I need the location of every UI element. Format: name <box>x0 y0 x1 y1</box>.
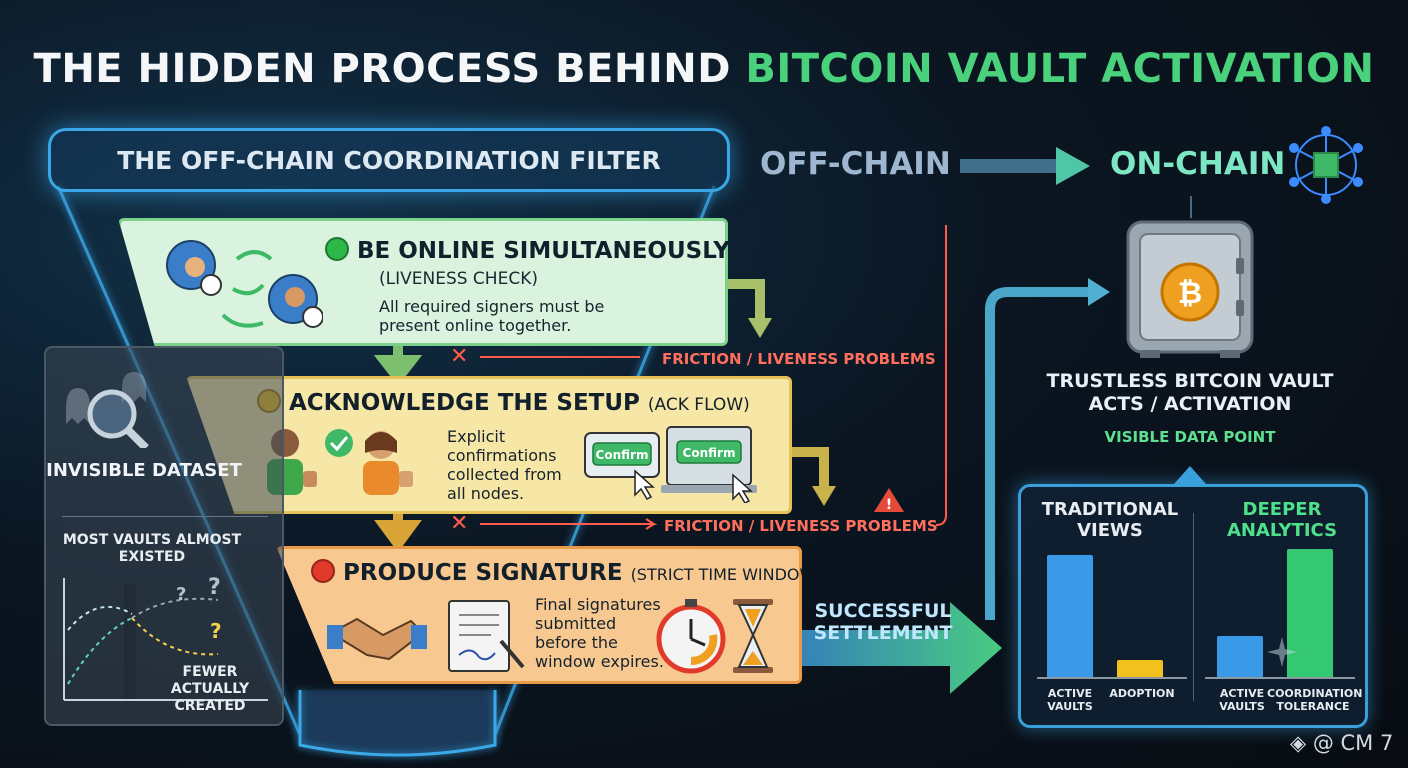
sparkle-icon <box>1267 637 1297 667</box>
successful-settlement-label: SUCCESSFUL SETTLEMENT <box>813 600 953 644</box>
blockchain-network-icon <box>1289 126 1363 204</box>
analytics-divider <box>1193 513 1194 701</box>
settlement-arrow <box>800 602 1002 694</box>
question-mark-3: ? <box>210 619 222 643</box>
friction-elbow-1 <box>722 279 765 320</box>
friction-label-2: FRICTION / LIVENESS PROBLEMS <box>664 517 938 535</box>
bar-adoption <box>1117 660 1163 677</box>
vault-safe-icon: ₿ <box>1126 220 1254 358</box>
step-2-title: ACKNOWLEDGE THE SETUP (ACK FLOW) <box>257 389 750 416</box>
deeper-analytics-header: DEEPER ANALYTICS <box>1226 499 1338 541</box>
filter-header: THE OFF-CHAIN COORDINATION FILTER <box>48 128 730 192</box>
down-arrow-1 <box>373 340 423 387</box>
vault-curve-chart: ? ? ? <box>63 575 268 702</box>
fewer-created-text: FEWER ACTUALLY CREATED <box>170 664 250 714</box>
green-status-dot <box>325 237 349 261</box>
traditional-baseline <box>1037 677 1187 679</box>
funnel-spout <box>298 690 497 757</box>
traditional-views-header: TRADITIONAL VIEWS <box>1041 499 1179 541</box>
analytics-panel: TRADITIONAL VIEWS DEEPER ANALYTICS ACTIV… <box>1018 484 1368 728</box>
bar-label-active-vaults-1: ACTIVE VAULTS <box>1047 687 1093 713</box>
step-2-subtitle: (ACK FLOW) <box>647 395 750 415</box>
step-3-title: PRODUCE SIGNATURE (STRICT TIME WINDOW) <box>311 559 822 586</box>
down-arrow-2 <box>374 510 422 553</box>
settlement-to-vault-line <box>985 287 1090 620</box>
step-3-title-text: PRODUCE SIGNATURE <box>343 560 623 586</box>
step-3-description: Final signatures submitted before the wi… <box>535 595 664 671</box>
data-point-pointer <box>1174 466 1206 484</box>
title-part-2: BITCOIN VAULT ACTIVATION <box>745 46 1375 92</box>
step-1-title-text: BE ONLINE SIMULTANEOUSLY <box>357 238 730 264</box>
question-mark-2: ? <box>208 575 221 600</box>
friction-arrowhead-2 <box>812 486 836 506</box>
invisible-dataset-title: INVISIBLE DATASET <box>46 460 242 481</box>
offchain-arrow-shaft <box>960 159 1058 173</box>
step-1-title: BE ONLINE SIMULTANEOUSLY <box>325 237 730 264</box>
bar-coordination-tolerance <box>1287 549 1333 677</box>
bar-label-coordination-tolerance: COORDINATION TOLERANCE <box>1267 687 1363 713</box>
friction-x-icon-1: ✕ <box>450 344 469 369</box>
friction-x-icon-2: ✕ <box>450 511 469 536</box>
vault-activation-label: TRUSTLESS BITCOIN VAULT ACTS / ACTIVATIO… <box>1046 370 1334 415</box>
side-divider <box>62 516 268 517</box>
friction-elbow-2 <box>788 447 829 488</box>
red-status-dot <box>311 559 335 583</box>
bitcoin-symbol: ₿ <box>1178 276 1202 311</box>
warning-icon-glyph: ! <box>886 497 892 513</box>
confirm-devices-icon: Confirm Confirm <box>584 426 757 503</box>
on-chain-label: ON-CHAIN <box>1110 146 1286 182</box>
friction-return-line <box>935 225 947 526</box>
step-produce-signature: PRODUCE SIGNATURE (STRICT TIME WINDOW) F… <box>276 546 802 684</box>
bar-active-vaults-1 <box>1047 555 1093 677</box>
visible-data-point-label: VISIBLE DATA POINT <box>1104 428 1276 446</box>
bar-active-vaults-2 <box>1217 636 1263 677</box>
warning-icon <box>874 488 904 512</box>
signers-online-icon <box>166 240 323 328</box>
friction-arrowhead-1 <box>748 318 772 338</box>
bar-label-active-vaults-2: ACTIVE VAULTS <box>1219 687 1265 713</box>
bar-label-adoption: ADOPTION <box>1109 687 1175 700</box>
title-part-1: THE HIDDEN PROCESS BEHIND <box>33 46 746 92</box>
off-chain-label: OFF-CHAIN <box>760 146 951 182</box>
credit-watermark: ◈ @ CM 7 <box>1290 731 1394 755</box>
question-mark-1: ? <box>176 584 186 605</box>
deeper-baseline <box>1205 677 1355 679</box>
offchain-arrow-head <box>1056 147 1090 185</box>
step-3-subtitle: (STRICT TIME WINDOW) <box>630 565 822 584</box>
most-vaults-text: MOST VAULTS ALMOST EXISTED <box>62 532 242 565</box>
confirm-button-1-label: Confirm <box>596 448 649 462</box>
invisible-dataset-panel: INVISIBLE DATASET MOST VAULTS ALMOST EXI… <box>44 346 284 726</box>
confirm-button-2-label: Confirm <box>683 446 736 460</box>
page-title: THE HIDDEN PROCESS BEHIND BITCOIN VAULT … <box>0 46 1408 92</box>
step-2-title-text: ACKNOWLEDGE THE SETUP <box>289 390 640 416</box>
step-acknowledge: ACKNOWLEDGE THE SETUP (ACK FLOW) Explici… <box>186 376 792 514</box>
magnifier-ghosts-icon <box>66 372 149 448</box>
step-1-description: All required signers must be present onl… <box>379 297 605 335</box>
stopwatch-hourglass-icon <box>656 599 773 674</box>
friction-arrow-tip-2 <box>640 518 658 530</box>
step-1-subtitle: (LIVENESS CHECK) <box>379 269 538 289</box>
step-2-description: Explicit confirmations collected from al… <box>447 427 562 503</box>
step-be-online: BE ONLINE SIMULTANEOUSLY (LIVENESS CHECK… <box>118 218 728 346</box>
handshake-document-icon <box>327 600 525 672</box>
friction-label-1: FRICTION / LIVENESS PROBLEMS <box>662 350 936 368</box>
settlement-to-vault-arrowhead <box>1088 278 1110 306</box>
